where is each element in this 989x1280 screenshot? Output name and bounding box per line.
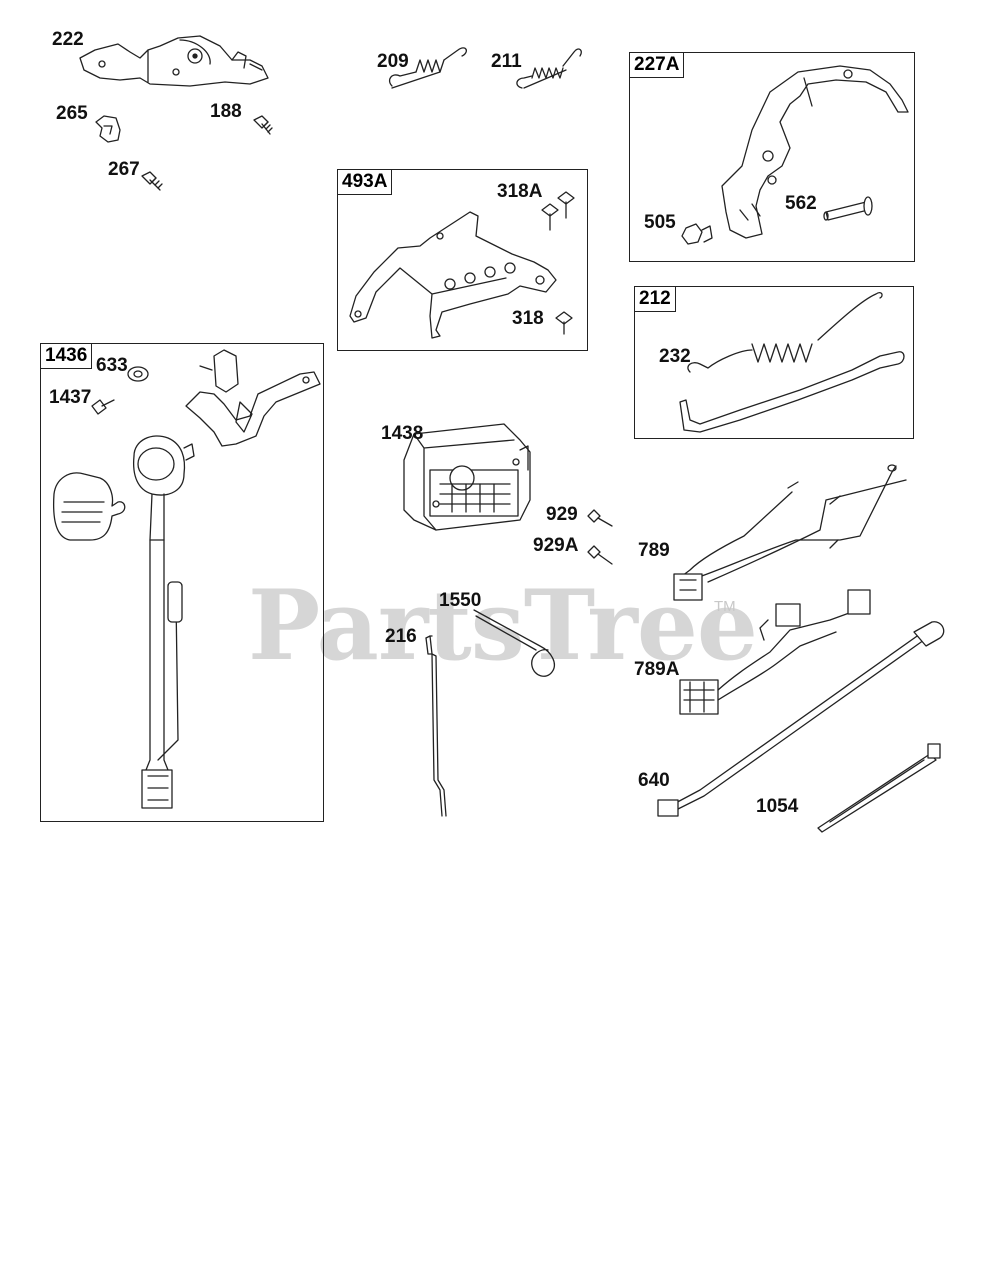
box-1436: 1436 — [40, 343, 324, 822]
part-label-1550: 1550 — [439, 590, 482, 611]
part-label-1438: 1438 — [381, 423, 424, 444]
part-789-harness-drawing — [673, 464, 907, 601]
part-1550-clip-drawing — [473, 609, 555, 677]
part-222-bracket-drawing — [79, 35, 269, 87]
part-188-screw-drawing — [253, 115, 273, 135]
part-label-232: 232 — [659, 346, 691, 367]
part-label-209: 209 — [377, 51, 409, 72]
part-label-789A: 789A — [634, 659, 680, 680]
part-label-318A: 318A — [497, 181, 543, 202]
part-211-spring-drawing — [516, 48, 582, 89]
part-label-188: 188 — [210, 101, 242, 122]
part-label-211: 211 — [491, 51, 522, 72]
part-562-pin-drawing — [823, 196, 873, 221]
part-209-spring-drawing — [388, 47, 467, 89]
part-1436-switch-drawing — [52, 349, 321, 809]
part-1054-tie-drawing — [817, 743, 941, 833]
box-212-label: 212 — [635, 287, 676, 312]
part-label-267: 267 — [108, 159, 140, 180]
part-789A-harness-drawing — [679, 589, 871, 715]
part-505-nut-drawing — [681, 223, 713, 245]
box-1436-label: 1436 — [41, 344, 93, 369]
part-label-929: 929 — [546, 504, 578, 525]
box-493A-label: 493A — [338, 170, 393, 195]
part-label-265: 265 — [56, 103, 88, 124]
part-216-rod-drawing — [425, 635, 447, 817]
part-label-789: 789 — [638, 540, 670, 561]
box-227A-label: 227A — [630, 53, 685, 78]
part-label-1437: 1437 — [49, 387, 92, 408]
part-1438-module-drawing — [403, 423, 531, 531]
part-318-screws-drawing — [541, 191, 575, 335]
part-929-screws-drawing — [587, 509, 613, 565]
part-267-screw-drawing — [141, 171, 163, 191]
part-label-640: 640 — [638, 770, 670, 791]
part-label-633: 633 — [96, 355, 128, 376]
part-label-222: 222 — [52, 29, 84, 50]
part-label-1054: 1054 — [756, 796, 799, 817]
part-label-216: 216 — [385, 626, 417, 647]
part-label-318: 318 — [512, 308, 544, 329]
box-227A: 227A — [629, 52, 915, 262]
part-label-562: 562 — [785, 193, 817, 214]
watermark-trademark: TM — [714, 598, 736, 615]
part-493A-bracket-drawing — [349, 211, 557, 339]
part-212-rod-drawing — [679, 292, 905, 433]
part-265-clip-drawing — [95, 115, 121, 143]
part-227A-bracket-drawing — [721, 65, 909, 239]
box-493A: 493A — [337, 169, 588, 351]
part-640-wire-drawing — [657, 621, 945, 817]
box-212: 212 — [634, 286, 914, 439]
part-label-505: 505 — [644, 212, 676, 233]
part-label-929A: 929A — [533, 535, 579, 556]
